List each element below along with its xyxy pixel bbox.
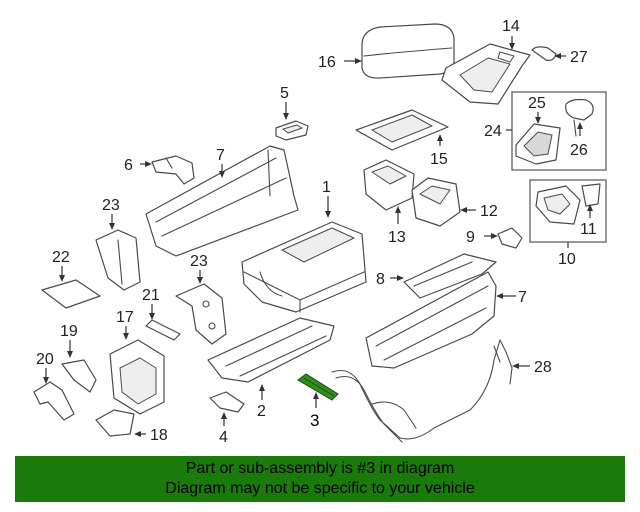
part-22-pad xyxy=(41,279,101,309)
notice-line-part: Part or sub-assembly is #3 in diagram xyxy=(185,460,455,477)
callout-17: 17 xyxy=(116,309,134,326)
part-19-bracket xyxy=(61,359,97,393)
callout-26: 26 xyxy=(570,142,588,159)
part-1-console-box xyxy=(241,221,367,313)
callout-7-right: 7 xyxy=(518,289,527,306)
callout-23-left: 23 xyxy=(102,197,120,214)
part-15-tray xyxy=(355,109,449,151)
callout-2: 2 xyxy=(257,403,266,420)
part-14-console-top-trim xyxy=(441,43,531,105)
exploded-parts-diagram: 16 14 27 5 15 24 25 26 6 7 1 13 12 9 10 … xyxy=(33,18,607,446)
callout-12: 12 xyxy=(480,203,498,220)
callout-11: 11 xyxy=(580,221,597,238)
callout-28: 28 xyxy=(534,359,552,376)
part-12-storage-bin xyxy=(411,177,461,227)
callout-1: 1 xyxy=(322,179,331,196)
callout-20: 20 xyxy=(36,351,54,368)
callout-3: 3 xyxy=(310,411,319,430)
part-10-panel xyxy=(535,185,581,225)
callout-25: 25 xyxy=(528,95,546,112)
callout-27: 27 xyxy=(570,49,588,66)
callout-8: 8 xyxy=(376,271,385,288)
callout-18: 18 xyxy=(150,427,168,444)
part-3-highlighted xyxy=(297,373,339,401)
part-28-wire-harness xyxy=(331,339,513,443)
part-6-bracket xyxy=(151,155,195,185)
part-16-armrest-lid xyxy=(361,23,455,79)
leader-lines xyxy=(43,36,593,437)
callout-13: 13 xyxy=(388,229,406,246)
callout-labels: 16 14 27 5 15 24 25 26 6 7 1 13 12 9 10 … xyxy=(36,18,597,446)
part-26-shift-knob xyxy=(565,98,594,137)
part-23-air-duct-upper xyxy=(95,229,141,291)
part-20-bracket xyxy=(33,381,75,421)
part-4-small-bracket xyxy=(209,391,245,413)
notice-banner: Part or sub-assembly is #3 in diagram Di… xyxy=(15,456,625,502)
callout-14: 14 xyxy=(502,18,520,35)
callout-4: 4 xyxy=(219,429,228,446)
callout-19: 19 xyxy=(60,323,78,340)
part-8-floor-trim xyxy=(403,253,497,299)
part-5-bracket xyxy=(275,120,309,141)
part-13-cup-holder xyxy=(363,159,415,211)
part-2-base-bracket xyxy=(207,317,335,383)
callout-7-left: 7 xyxy=(216,147,225,164)
part-7-right-side-panel xyxy=(365,271,497,369)
part-18-trim xyxy=(95,409,135,437)
callout-21: 21 xyxy=(142,287,160,304)
group-box-24 xyxy=(511,91,607,171)
callout-10: 10 xyxy=(558,251,576,268)
part-25-shifter-bezel xyxy=(515,123,561,165)
part-27-clip xyxy=(531,46,557,61)
callout-15: 15 xyxy=(430,151,448,168)
callout-24: 24 xyxy=(484,123,502,140)
part-17-rear-vent-housing xyxy=(109,339,165,415)
part-7-left-side-panel xyxy=(145,145,299,257)
part-11-cover xyxy=(581,183,601,207)
notice-line-disclaimer: Diagram may not be specific to your vehi… xyxy=(165,480,475,497)
callout-9: 9 xyxy=(466,229,475,246)
part-23-bracket-lower xyxy=(175,283,227,345)
part-9-clip xyxy=(497,227,523,249)
callout-22: 22 xyxy=(52,249,70,266)
part-21-strip xyxy=(145,319,181,341)
callout-5: 5 xyxy=(280,85,289,102)
callout-16: 16 xyxy=(318,54,336,71)
callout-23-center: 23 xyxy=(190,253,208,270)
callout-6: 6 xyxy=(124,157,133,174)
